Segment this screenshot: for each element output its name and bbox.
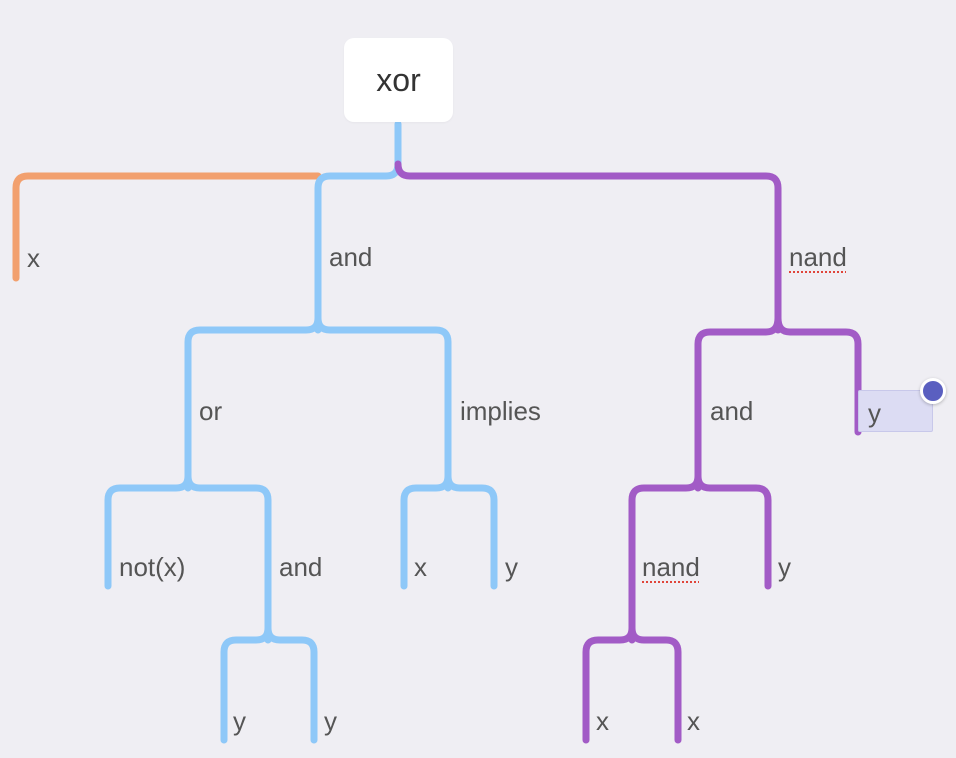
root-node-label: xor [376, 61, 421, 98]
node-implies-y[interactable]: y [505, 552, 518, 582]
edge-nand-y [774, 314, 862, 436]
edge-root-and [314, 120, 402, 334]
node-nand-inner-x1[interactable]: x [596, 706, 609, 736]
node-and-right[interactable]: and [710, 396, 754, 426]
node-not-x[interactable]: not(x) [119, 552, 186, 582]
root-node-xor[interactable]: xor [344, 38, 453, 122]
node-nand-inner-x2[interactable]: x [687, 706, 700, 736]
edge-andinner-y2 [264, 624, 318, 744]
edge-orange-x [12, 172, 322, 282]
node-or[interactable]: or [199, 396, 223, 426]
node-implies-x[interactable]: x [414, 552, 427, 582]
edge-andright-y [694, 472, 772, 590]
node-and-main[interactable]: and [329, 242, 373, 272]
edge-implies-y [444, 472, 498, 590]
edge-root-nand [394, 160, 782, 334]
node-and-inner-y1[interactable]: y [233, 706, 246, 736]
node-x-left[interactable]: x [27, 243, 40, 273]
edge-nandinner-x2 [628, 624, 682, 744]
edge-nandinner-x1 [582, 624, 636, 744]
edge-or-and [184, 472, 272, 644]
node-nand-main[interactable]: nand [789, 242, 847, 272]
edge-and-implies [314, 314, 452, 492]
node-and-inner-y2[interactable]: y [324, 706, 337, 736]
node-implies[interactable]: implies [460, 396, 541, 426]
node-y-selected[interactable]: y [868, 398, 881, 428]
node-and-right-y[interactable]: y [778, 552, 791, 582]
node-nand-inner[interactable]: nand [642, 552, 700, 582]
connection-handle[interactable] [920, 378, 946, 404]
edge-andinner-y1 [220, 624, 272, 744]
node-and-inner[interactable]: and [279, 552, 323, 582]
